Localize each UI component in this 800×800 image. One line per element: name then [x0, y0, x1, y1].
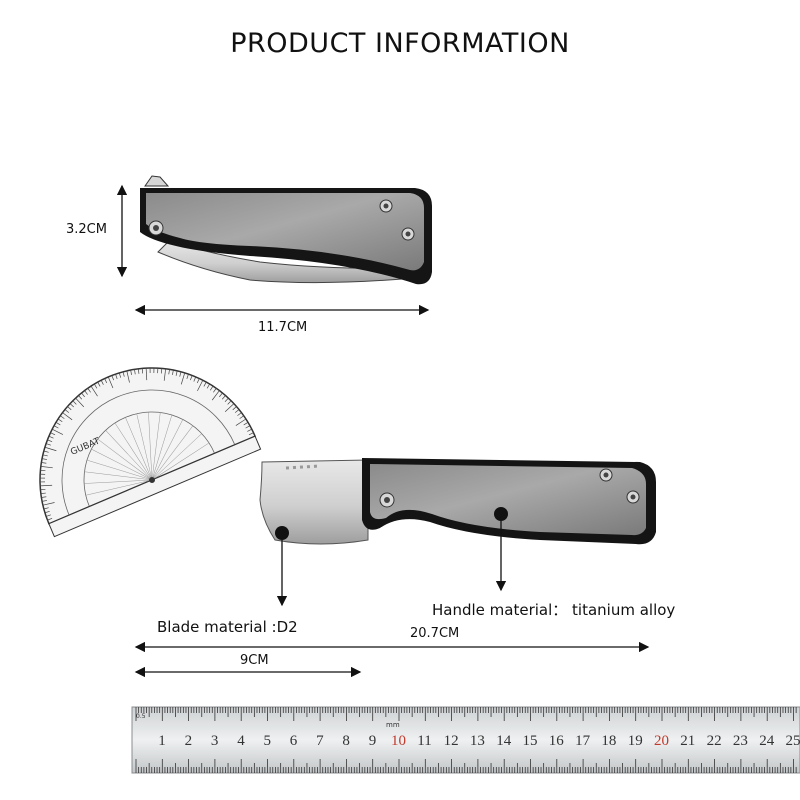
ruler-number: 3	[211, 733, 219, 749]
blade-length-label: 9CM	[240, 653, 269, 668]
ruler-number: 4	[237, 733, 245, 749]
ruler-number: 15	[523, 733, 538, 749]
open-knife	[259, 458, 656, 545]
ruler-number: 25	[786, 733, 800, 749]
ruler-number: 23	[733, 733, 748, 749]
handle-material-label: Handle material： titanium alloy	[432, 601, 676, 619]
blade-callout-marker	[275, 526, 289, 540]
ruler-number: 16	[549, 733, 565, 749]
ruler-number: 1	[158, 733, 166, 749]
ruler-number: 12	[444, 733, 459, 749]
ruler-number: 21	[680, 733, 695, 749]
page-title: PRODUCT INFORMATION	[230, 28, 570, 59]
closed-length-label: 11.7CM	[258, 320, 308, 335]
ruler-number: 10	[391, 733, 406, 749]
ruler-number: 22	[707, 733, 722, 749]
ruler-number: 19	[628, 733, 643, 749]
ruler-number: 13	[470, 733, 485, 749]
ruler-number: 20	[654, 733, 669, 749]
ruler-unit-label: mm	[386, 721, 400, 729]
ruler-number: 11	[417, 733, 431, 749]
ruler-number: 14	[496, 733, 512, 749]
ruler-number: 24	[759, 733, 775, 749]
protractor	[39, 367, 262, 538]
ruler-number: 17	[575, 733, 591, 749]
ruler-number: 7	[316, 733, 324, 749]
handle-callout-marker	[494, 507, 508, 521]
ruler-number: 6	[290, 733, 298, 749]
ruler-number: 5	[264, 733, 272, 749]
ruler-number: 18	[601, 733, 616, 749]
ruler-number: 2	[185, 733, 193, 749]
ruler-number: 8	[342, 733, 350, 749]
closed-knife	[140, 175, 432, 285]
ruler-scale-label: 0.5	[136, 713, 146, 720]
overall-length-label: 20.7CM	[410, 626, 460, 641]
blade-material-label: Blade material :D2	[157, 618, 298, 636]
ruler-number: 9	[369, 733, 377, 749]
closed-height-label: 3.2CM	[66, 222, 107, 237]
